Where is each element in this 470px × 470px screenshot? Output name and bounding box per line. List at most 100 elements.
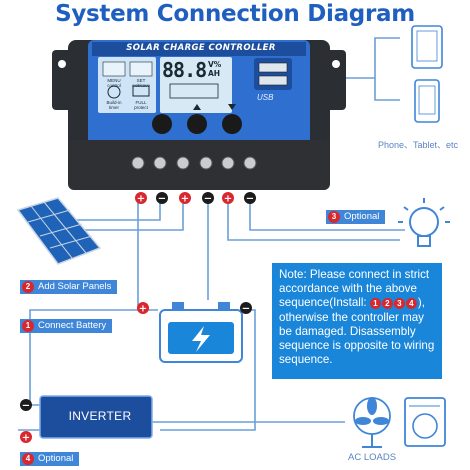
devices-caption: Phone、Tablet、etc [378,140,459,150]
ac-loads-label: AC LOADS [348,452,397,463]
lcd-unit-bottom: AH [208,69,221,78]
lcd-unit-top: V% [208,60,222,69]
tag-text: Add Solar Panels [38,281,112,292]
tag-text: Connect Battery [38,320,107,331]
inverter-positive-marker [20,431,32,443]
phone-screen [418,85,436,115]
polarity-glyph: + [139,304,147,315]
wire-load-positive [227,198,400,241]
usb-port-1 [258,62,288,73]
panel-grid-line [27,209,71,223]
panel-grid-line [30,205,73,259]
step-number-badge: 1 [22,320,34,332]
lcd-screen [160,57,232,113]
button-menu [152,114,172,134]
mini-label-set: SET exit/save [132,78,150,88]
polarity-glyph: − [22,401,30,412]
tag-text: Optional [344,211,380,222]
arrow-down-icon [228,104,236,110]
terminal-screw-1 [131,156,145,170]
usb-port-2 [258,75,288,86]
step-number-badge: 2 [22,281,34,293]
lcd-reading: 88.8 [162,58,207,82]
mini-label-menu: MENU control [107,78,121,88]
note-step-3: 3 [393,298,405,310]
battery [137,302,252,363]
tablet-device [411,25,443,69]
tablet-screen [416,30,438,62]
terminal-screws [131,156,257,170]
battery-terminal-positive [172,302,184,310]
terminal-positive-3 [222,192,234,204]
terminal-screw-3 [176,156,190,170]
terminal-polarity-markers [135,192,256,204]
wire-panel-positive [70,198,161,221]
bulb-ray [439,206,445,211]
washer-door [412,413,438,439]
polarity-glyph: − [204,194,212,205]
bulb-ray [403,206,409,211]
mount-tab-right [326,50,346,110]
terminal-negative-3 [244,192,256,204]
step-number-badge: 3 [328,211,340,223]
polarity-glyph: − [158,194,166,205]
battery-positive-marker [137,302,149,314]
page-title: System Connection Diagram [55,1,415,27]
mount-tab-left [52,50,72,110]
terminal-screw-2 [153,156,167,170]
polarity-glyph: + [224,194,232,205]
phone-icon [414,79,440,123]
terminal-screw-6 [243,156,257,170]
inverter-negative-marker [20,399,32,411]
tag-optional-inverter: 4 Optional [20,452,80,466]
battery-terminal-negative [218,302,230,310]
note-step-2: 2 [381,298,393,310]
arrow-up-icon [193,104,201,110]
bulb-base [417,235,431,247]
mount-hole-right [332,60,340,68]
step-number-badge: 4 [22,453,34,465]
polarity-glyph: − [242,304,250,315]
mini-label-timer: Build-in timer [106,100,122,110]
tag-optional-load: 3 Optional [326,210,386,224]
battery-negative-marker [240,302,252,314]
wiring-note: Note: Please connect in strict accordanc… [272,263,442,379]
panel-grid-line [43,201,87,254]
fan-blade [367,397,377,415]
solar-panel [16,197,102,265]
charge-controller [52,40,346,190]
controller-title: SOLAR CHARGE CONTROLLER [126,43,276,53]
lcd-icons [169,83,219,99]
terminal-negative-2 [202,192,214,204]
inverter-label: INVERTER [68,409,132,423]
terminal-screw-4 [199,156,213,170]
wire-inverter-positive [29,330,40,406]
button-down [222,114,242,134]
wire-load-negative [249,198,405,231]
wire-panel-negative [70,198,184,231]
terminal-positive-2 [179,192,191,204]
inverter-icon [39,395,153,439]
tablet-icon [411,25,443,69]
washing-machine-icon [404,397,446,447]
tag-add-solar-panels: 2 Add Solar Panels [20,280,118,294]
inverter-unit [20,395,153,443]
washer [404,397,446,447]
phone-device [414,79,440,123]
lcd-units: V% AH [208,60,221,78]
set-icon [129,61,153,77]
controller-title-bar [92,42,306,56]
bulb-icon [409,207,439,237]
wire-battery-positive [137,198,158,311]
timer-icon [107,85,121,99]
tag-connect-battery: 1 Connect Battery [20,319,113,333]
mini-label-protect: FULL protect [134,100,148,110]
note-text-a: Note: Please connect in strict accordanc… [279,268,430,310]
terminal-block [68,140,330,190]
polarity-glyph: + [22,433,30,444]
polarity-glyph: + [137,194,145,205]
note-step-4: 4 [405,298,417,310]
polarity-glyph: + [181,194,189,205]
